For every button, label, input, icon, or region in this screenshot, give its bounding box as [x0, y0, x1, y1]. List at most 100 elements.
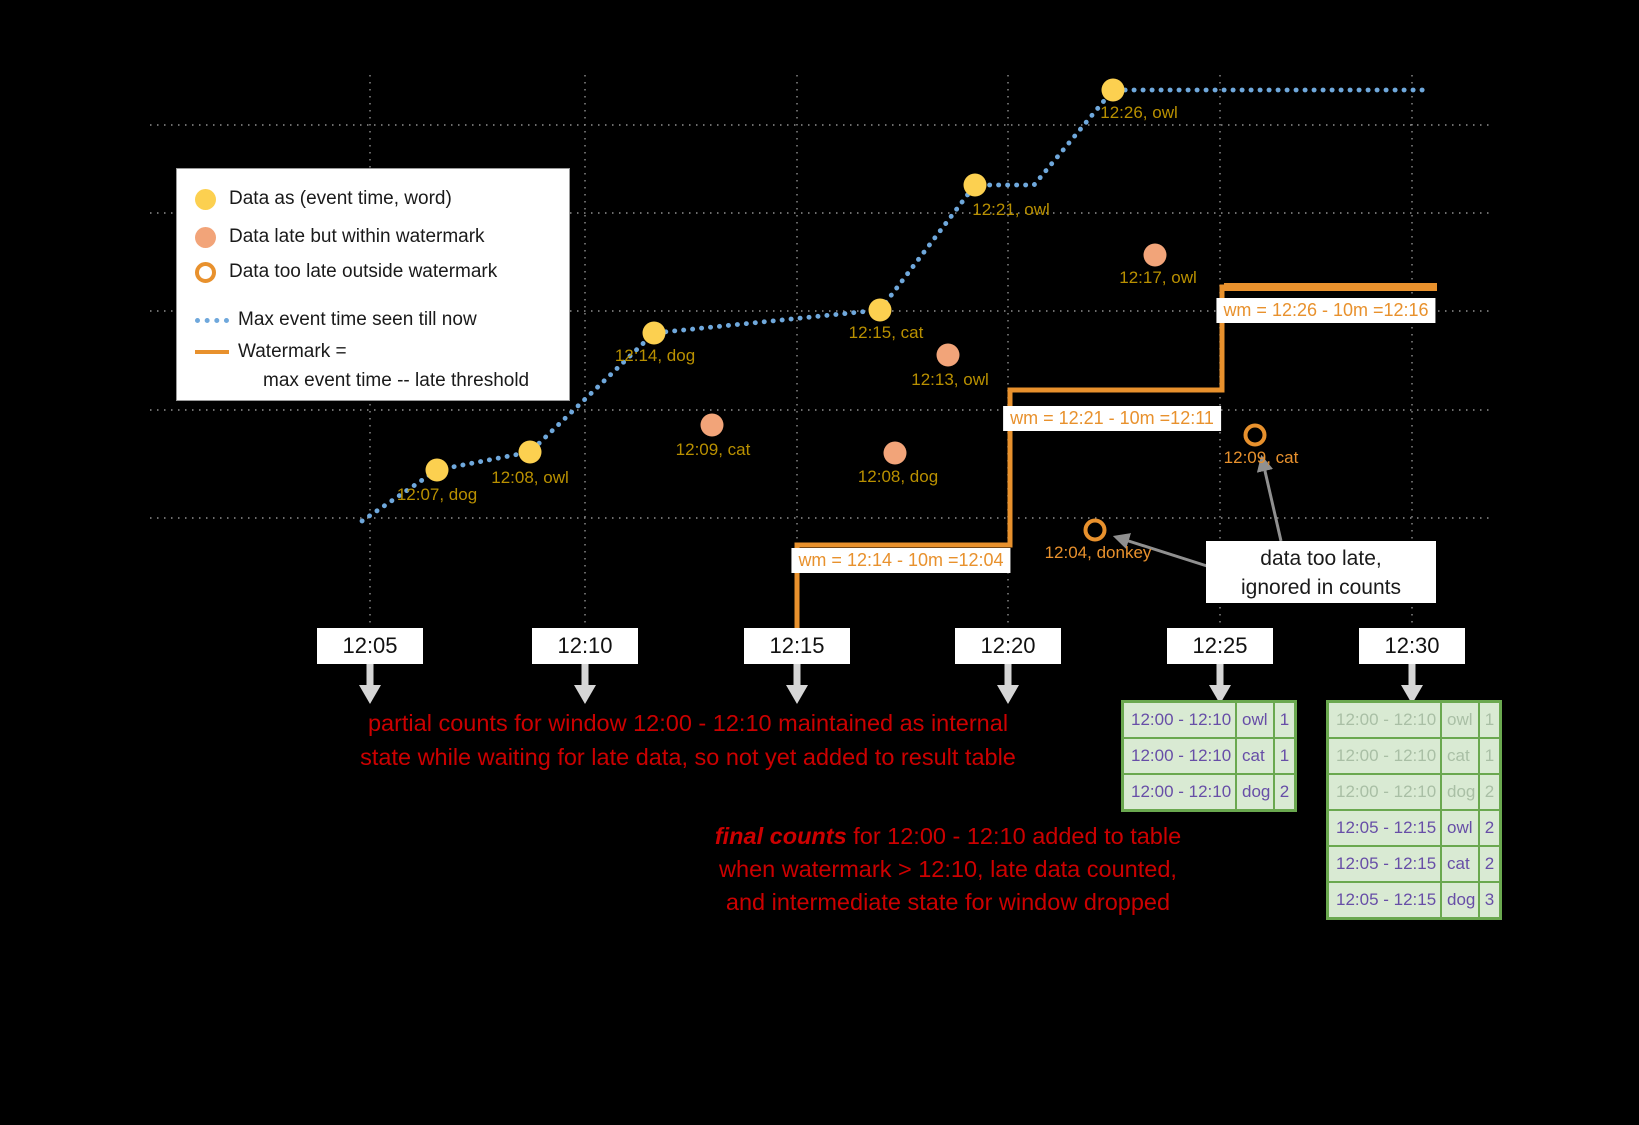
data-point-on-time [642, 321, 666, 345]
note-line: final counts for 12:00 - 12:10 added to … [698, 820, 1198, 853]
watermark-annotation: wm = 12:14 - 10m =12:04 [791, 548, 1011, 573]
cell-count: 2 [1274, 774, 1295, 810]
data-point-label: 12:14, dog [614, 346, 696, 365]
data-point-label: 12:09, cat [675, 440, 751, 459]
max-event-line-sample-icon [195, 317, 229, 323]
note-line-rest: for 12:00 - 12:10 added to table [846, 823, 1182, 849]
cell-count: 2 [1479, 774, 1500, 810]
cell-count: 2 [1479, 810, 1500, 846]
legend: Data as (event time, word) Data late but… [176, 168, 570, 401]
table-row-faded: 12:00 - 12:10 cat 1 [1328, 738, 1500, 774]
cell-word: cat [1236, 738, 1274, 774]
legend-item-watermark-line: Watermark = [195, 341, 347, 363]
axis-arrows [359, 664, 1423, 704]
too-late-ring-icon [195, 261, 216, 283]
legend-label: max event time -- late threshold [263, 370, 530, 391]
data-point-too-late [1083, 518, 1107, 542]
callout-line: data too late, [1260, 547, 1382, 570]
data-point-label: 12:08, dog [857, 467, 939, 486]
data-point-label: 12:15, cat [848, 323, 924, 342]
cell-count: 3 [1479, 882, 1500, 918]
legend-label: Max event time seen till now [238, 309, 477, 330]
data-point-on-time [425, 458, 449, 482]
data-point-on-time [963, 173, 987, 197]
legend-label: Data late but within watermark [229, 226, 485, 247]
cell-window: 12:00 - 12:10 [1123, 702, 1236, 738]
table-row: 12:05 - 12:15 owl 2 [1328, 810, 1500, 846]
data-point-label: 12:08, owl [491, 468, 569, 487]
legend-item-too-late: Data too late outside watermark [195, 261, 497, 283]
legend-item-max-event-line: Max event time seen till now [195, 309, 477, 331]
cell-word: cat [1441, 846, 1479, 882]
note-line: partial counts for window 12:00 - 12:10 … [367, 710, 1009, 736]
table-row-faded: 12:00 - 12:10 dog 2 [1328, 774, 1500, 810]
cell-word: dog [1441, 774, 1479, 810]
cell-count: 2 [1479, 846, 1500, 882]
data-point-label: 12:13, owl [911, 370, 989, 389]
cell-count: 1 [1479, 738, 1500, 774]
callout-line: ignored in counts [1241, 576, 1401, 599]
data-point-too-late [1243, 423, 1267, 447]
data-point-late [700, 413, 724, 437]
cell-window: 12:05 - 12:15 [1328, 810, 1441, 846]
cell-count: 1 [1274, 702, 1295, 738]
cell-window: 12:00 - 12:10 [1123, 774, 1236, 810]
axis-tick-12-25: 12:25 [1167, 628, 1273, 664]
axis-tick-12-15: 12:15 [744, 628, 850, 664]
axis-tick-12-30: 12:30 [1359, 628, 1465, 664]
cell-word: owl [1441, 810, 1479, 846]
cell-word: dog [1236, 774, 1274, 810]
table-row: 12:00 - 12:10 cat 1 [1123, 738, 1295, 774]
note-line: state while waiting for late data, so no… [360, 744, 1016, 770]
data-point-label: 12:17, owl [1119, 268, 1197, 287]
data-point-on-time [518, 440, 542, 464]
cell-word: cat [1441, 738, 1479, 774]
cell-count: 1 [1479, 702, 1500, 738]
cell-word: dog [1441, 882, 1479, 918]
cell-window: 12:00 - 12:10 [1123, 738, 1236, 774]
on-time-dot-icon [195, 188, 216, 210]
legend-item-late: Data late but within watermark [195, 226, 485, 248]
data-point-label: 12:26, owl [1100, 103, 1178, 122]
cell-window: 12:00 - 12:10 [1328, 702, 1441, 738]
table-row: 12:00 - 12:10 dog 2 [1123, 774, 1295, 810]
axis-tick-12-05: 12:05 [317, 628, 423, 664]
too-late-callout: data too late, ignored in counts [1206, 541, 1436, 603]
table-row-faded: 12:00 - 12:10 owl 1 [1328, 702, 1500, 738]
partial-counts-note: partial counts for window 12:00 - 12:10 … [318, 706, 1058, 774]
data-point-label: 12:09, cat [1223, 448, 1299, 467]
cell-window: 12:05 - 12:15 [1328, 846, 1441, 882]
data-point-label: 12:04, donkey [1044, 543, 1152, 562]
cell-window: 12:05 - 12:15 [1328, 882, 1441, 918]
table-row: 12:05 - 12:15 dog 3 [1328, 882, 1500, 918]
cell-window: 12:00 - 12:10 [1328, 774, 1441, 810]
late-dot-icon [195, 226, 216, 248]
legend-label: Data too late outside watermark [229, 261, 498, 282]
watermark-annotation: wm = 12:21 - 10m =12:11 [1003, 406, 1221, 431]
note-line: and intermediate state for window droppe… [725, 889, 1171, 915]
axis-tick-12-10: 12:10 [532, 628, 638, 664]
legend-item-on-time: Data as (event time, word) [195, 188, 452, 210]
cell-count: 1 [1274, 738, 1295, 774]
final-counts-note: final counts for 12:00 - 12:10 added to … [698, 820, 1198, 919]
data-point-late [936, 343, 960, 367]
legend-item-watermark-line-cont: max event time -- late threshold [263, 370, 529, 392]
data-point-late [1143, 243, 1167, 267]
table-row: 12:00 - 12:10 owl 1 [1123, 702, 1295, 738]
data-point-on-time [1101, 78, 1125, 102]
note-line: when watermark > 12:10, late data counte… [719, 856, 1177, 882]
data-point-label: 12:21, owl [972, 200, 1050, 219]
watermark-line-sample-icon [195, 350, 229, 354]
result-table-12-30: 12:00 - 12:10 owl 1 12:00 - 12:10 cat 1 … [1326, 700, 1502, 920]
legend-label: Watermark = [238, 341, 347, 362]
cell-word: owl [1441, 702, 1479, 738]
table-row: 12:05 - 12:15 cat 2 [1328, 846, 1500, 882]
result-table-12-25: 12:00 - 12:10 owl 1 12:00 - 12:10 cat 1 … [1121, 700, 1297, 812]
data-point-label: 12:07, dog [396, 485, 478, 504]
watermark-annotation: wm = 12:26 - 10m =12:16 [1216, 298, 1436, 323]
data-point-late [883, 441, 907, 465]
cell-word: owl [1236, 702, 1274, 738]
cell-window: 12:00 - 12:10 [1328, 738, 1441, 774]
data-point-on-time [868, 298, 892, 322]
